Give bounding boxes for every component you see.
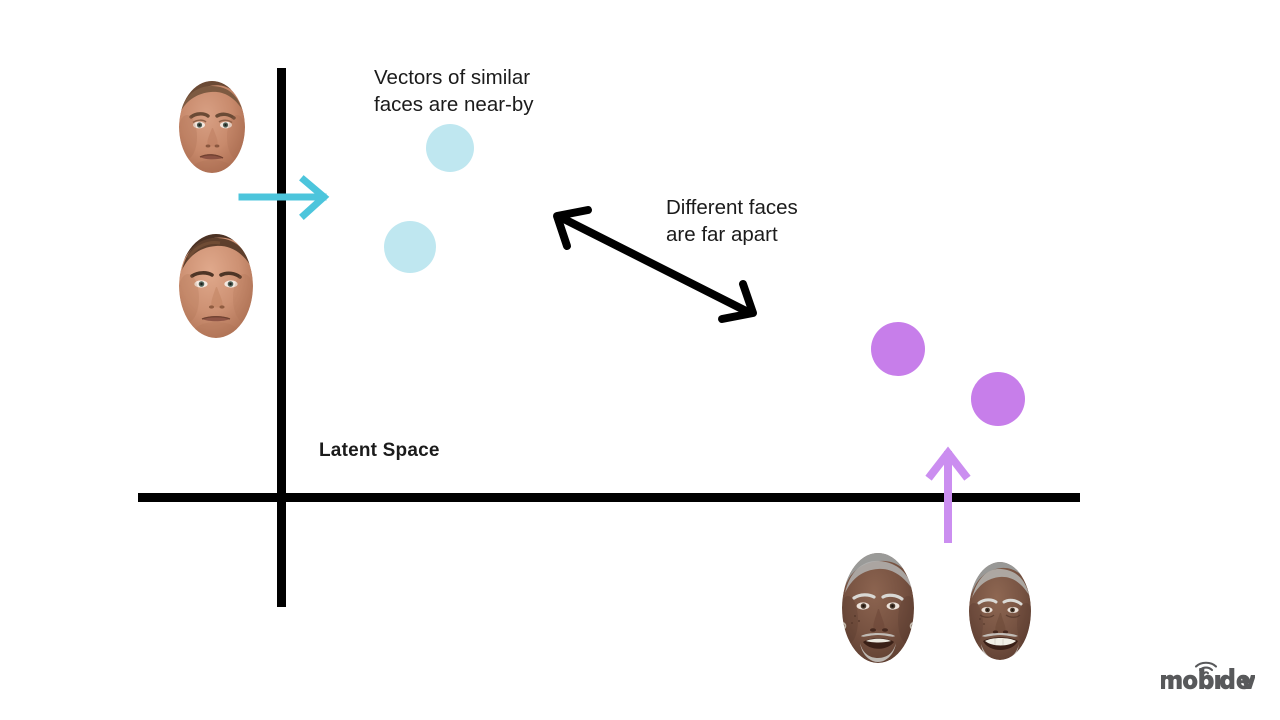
caption-different-faces: Different faces are far apart: [666, 196, 798, 246]
vector-dot-purple-1: [871, 322, 925, 376]
purple-up-arrow: [925, 445, 975, 545]
face-arnold-schwarzenegger-younger: [166, 218, 266, 348]
vector-dot-cyan-1: [426, 124, 474, 172]
face-arnold-schwarzenegger-older: [167, 65, 257, 180]
mobidev-logo: [1160, 658, 1255, 694]
vector-dot-purple-2: [971, 372, 1025, 426]
face-morgan-freeman-smiling: [958, 548, 1042, 673]
latent-space-label: Latent Space: [319, 440, 440, 461]
vector-dot-cyan-2: [384, 221, 436, 273]
horizontal-axis: [138, 493, 1080, 502]
caption-similar-faces: Vectors of similar faces are near-by: [374, 66, 534, 116]
teal-right-arrow: [238, 175, 333, 220]
face-morgan-freeman-neutral: [829, 538, 927, 676]
vertical-axis: [277, 68, 286, 607]
double-headed-distance-arrow: [548, 205, 763, 325]
